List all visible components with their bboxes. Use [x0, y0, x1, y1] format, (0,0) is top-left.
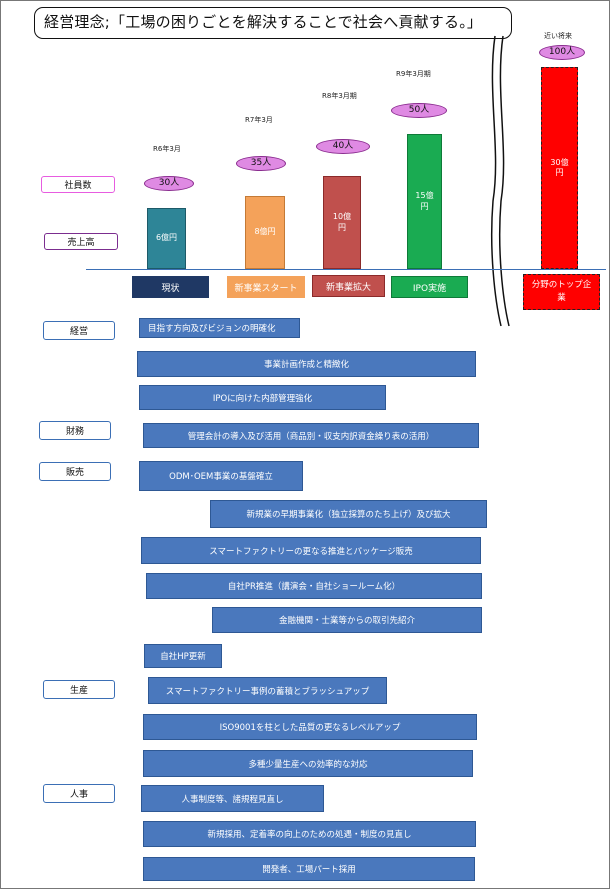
category-management: 経営 — [43, 321, 115, 340]
sales-label: 売上高 — [44, 233, 118, 250]
sales-bar-label-5: 30億円 — [550, 157, 569, 177]
task-self-pr: 自社PR推進（講演会・自社ショールーム化） — [146, 573, 482, 599]
employees-label: 社員数 — [41, 176, 115, 193]
task-hp-update: 自社HP更新 — [144, 644, 222, 668]
period-caption-4: R9年3月期 — [396, 70, 431, 78]
sales-bar-label-1: 6億円 — [155, 233, 178, 243]
employees-bubble-5: 100人 — [539, 45, 585, 60]
sales-bar-1: 6億円 — [147, 208, 186, 269]
stage-new-business-start: 新事業スタート — [227, 276, 305, 298]
task-hr-system-review: 人事制度等、諸規程見直し — [141, 785, 324, 812]
task-smart-factory-cases: スマートファクトリー事例の蓄積とブラッシュアップ — [148, 677, 387, 704]
employees-bubble-3: 40人 — [316, 139, 370, 154]
employees-bubble-2: 35人 — [236, 156, 286, 171]
management-philosophy-title: 経営理念;「工場の困りごとを解決することで社会へ貢献する。」 — [34, 7, 512, 39]
stage-current: 現状 — [132, 276, 209, 298]
category-hr: 人事 — [43, 784, 115, 803]
sales-bar-3: 10億円 — [323, 176, 361, 269]
stage-new-business-expansion: 新事業拡大 — [312, 275, 385, 297]
timeline-baseline — [86, 269, 606, 270]
sales-bar-5: 30億円 — [541, 67, 578, 269]
task-business-plan: 事業計画作成と精緻化 — [137, 351, 476, 377]
period-caption-2: R7年3月 — [245, 116, 273, 124]
task-new-business-launch: 新規業の早期事業化（独立採算のたち上げ）及び拡大 — [210, 500, 487, 528]
employees-bubble-4: 50人 — [391, 103, 447, 118]
sales-bar-label-4: 15億円 — [415, 191, 434, 211]
stage-ipo: IPO実施 — [391, 276, 468, 298]
stage-industry-top: 分野のトップ企業 — [523, 274, 600, 310]
task-smart-factory-package: スマートファクトリーの更なる推進とパッケージ販売 — [141, 537, 481, 564]
category-finance: 財務 — [39, 421, 111, 440]
employees-bubble-1: 30人 — [144, 176, 194, 191]
category-production: 生産 — [43, 680, 115, 699]
category-sales: 販売 — [39, 462, 111, 481]
task-internal-control: IPOに向けた内部管理強化 — [139, 385, 386, 410]
task-odm-oem: ODM･OEM事業の基盤確立 — [139, 461, 303, 491]
sales-bar-label-3: 10億円 — [332, 212, 352, 232]
future-separator-lines — [490, 35, 510, 327]
task-developer-hiring: 開発者、工場パート採用 — [143, 857, 475, 881]
sales-bar-2: 8億円 — [245, 196, 285, 269]
task-referrals: 金融機関・士業等からの取引先紹介 — [212, 607, 482, 633]
period-caption-3: R8年3月期 — [322, 92, 357, 100]
period-caption-5: 近い将来 — [544, 32, 572, 40]
sales-bar-label-2: 8億円 — [254, 227, 276, 237]
task-iso9001: ISO9001を柱とした品質の更なるレベルアップ — [143, 714, 477, 740]
task-management-accounting: 管理会計の導入及び活用（商品別・収支内訳資金繰り表の活用） — [143, 423, 479, 448]
period-caption-1: R6年3月 — [153, 145, 181, 153]
task-recruitment-retention: 新規採用、定着率の向上のための処遇・制度の見直し — [143, 821, 476, 847]
task-high-mix-low-volume: 多種少量生産への効率的な対応 — [143, 750, 473, 777]
sales-bar-4: 15億円 — [407, 134, 442, 269]
task-vision-clarification: 目指す方向及びビジョンの明確化 — [139, 318, 300, 338]
